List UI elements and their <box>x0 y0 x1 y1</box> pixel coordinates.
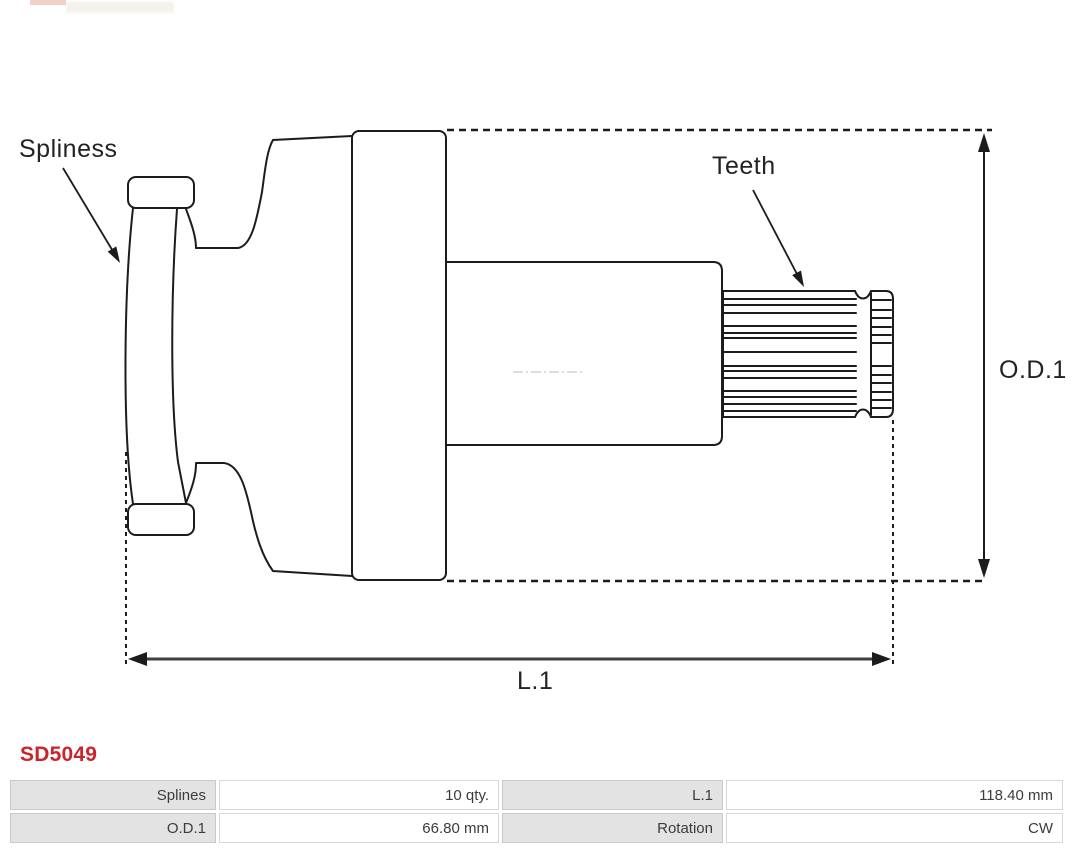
arrow-tip-icon <box>107 246 120 263</box>
spec-label-rotation: Rotation <box>502 813 723 843</box>
spec-value-splines: 10 qty. <box>219 780 499 810</box>
collar-top-tab <box>127 176 195 209</box>
label-spliness: Spliness <box>19 135 118 163</box>
arrow-tip-icon <box>792 270 804 287</box>
clutch-body <box>351 130 447 581</box>
collar-sliver-bottom <box>185 463 197 504</box>
l1-dimension <box>128 652 891 666</box>
arrow-right-icon <box>872 652 891 666</box>
spec-value-l1: 118.40 mm <box>726 780 1063 810</box>
label-l1: L.1 <box>517 667 553 695</box>
shaft <box>445 261 723 446</box>
gear-outline <box>722 290 872 418</box>
gear-teeth-lines <box>723 298 857 412</box>
spliness-leader <box>62 167 120 263</box>
end-cap-spline-lines <box>871 299 892 409</box>
collar-sliver-top <box>185 208 197 249</box>
arrow-up-icon <box>978 133 990 152</box>
teeth-leader <box>752 189 804 287</box>
collar-left-edge <box>124 207 134 505</box>
spec-label-l1: L.1 <box>502 780 723 810</box>
part-number: SD5049 <box>20 743 98 766</box>
spec-value-od1: 66.80 mm <box>219 813 499 843</box>
spec-label-od1: O.D.1 <box>10 813 216 843</box>
arrow-left-icon <box>128 652 147 666</box>
pinion-drive-outline <box>124 130 894 581</box>
dimension-construction-lines <box>125 128 992 668</box>
od1-dimension <box>978 133 990 578</box>
cone-bottom-curve <box>195 462 353 577</box>
cone-top-curve <box>195 135 353 249</box>
collar-right-edge <box>171 208 187 504</box>
arrow-down-icon <box>978 559 990 578</box>
technical-drawing: Spliness Teeth O.D.1 L.1 <box>19 128 1067 695</box>
collar-bottom-tab <box>127 503 195 536</box>
label-od1: O.D.1 <box>999 356 1067 384</box>
label-teeth: Teeth <box>712 152 776 180</box>
spec-value-rotation: CW <box>726 813 1063 843</box>
gear-end-cap <box>870 290 894 418</box>
spec-table: Splines 10 qty. L.1 118.40 mm O.D.1 66.8… <box>10 780 1063 843</box>
spec-label-splines: Splines <box>10 780 216 810</box>
